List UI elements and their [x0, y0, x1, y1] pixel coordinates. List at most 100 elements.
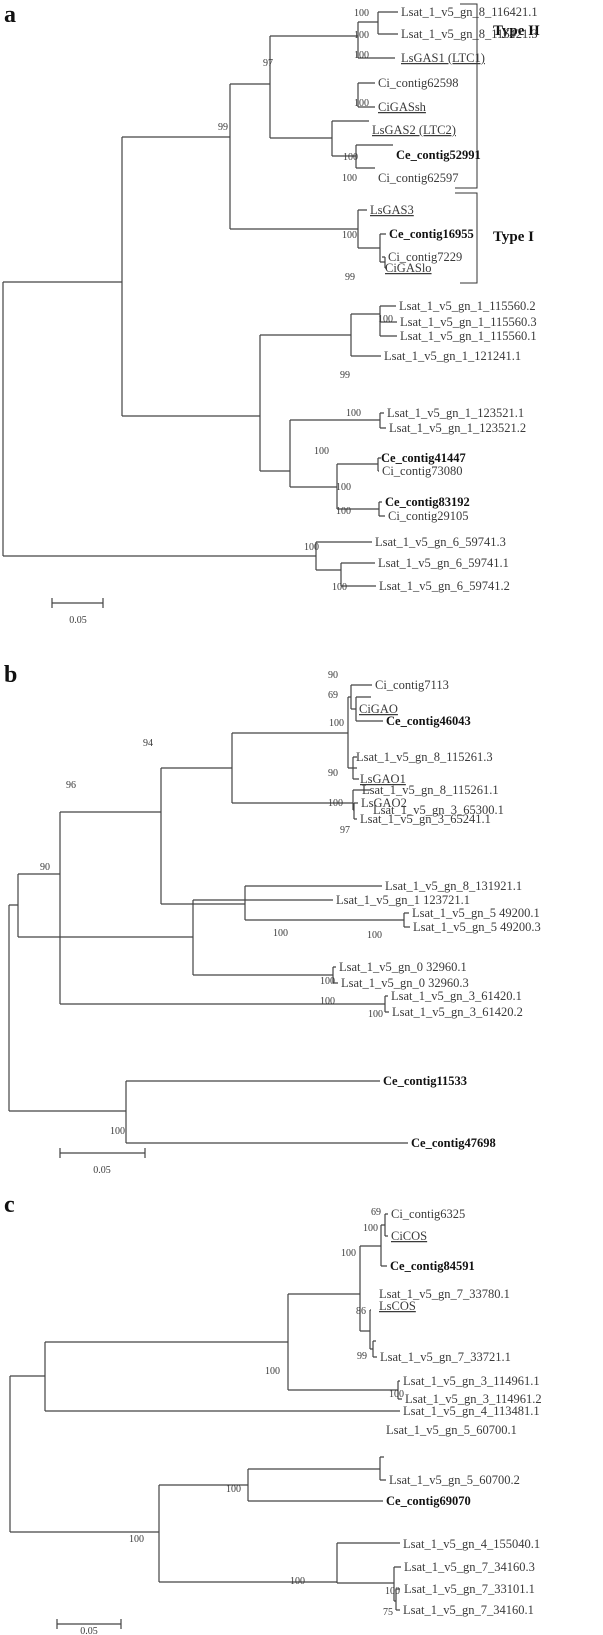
leaf-label: Ce_contig83192 — [385, 495, 470, 509]
bootstrap-value: 100 — [363, 1223, 378, 1234]
leaf-label: Ci_contig7113 — [375, 678, 449, 692]
bootstrap-value: 94 — [143, 738, 153, 749]
bootstrap-value: 100 — [332, 582, 347, 593]
bootstrap-value: 100 — [342, 230, 357, 241]
leaf-label: CiGASsh — [378, 100, 427, 114]
leaf-label: LsGAO1 — [360, 772, 406, 786]
panel-a-branches — [2, 11, 398, 587]
bootstrap-value: 100 — [354, 50, 369, 61]
scale-label-c: 0.05 — [80, 1626, 98, 1635]
leaf-label: Lsat_1_v5_gn_8_116421.1 — [401, 5, 538, 19]
bootstrap-value: 100 — [110, 1126, 125, 1137]
leaf-label: LsGAS2 (LTC2) — [372, 123, 456, 137]
bootstrap-value: 100 — [343, 152, 358, 163]
bootstrap-value: 100 — [368, 1009, 383, 1020]
leaf-label: Ce_contig16955 — [389, 227, 474, 241]
leaf-label: Lsat_1_v5_gn_3_65241.1 — [360, 812, 491, 826]
bootstrap-value: 75 — [383, 1607, 393, 1618]
leaf-label: Ce_contig41447 — [381, 451, 466, 465]
bootstrap-value: 100 — [129, 1534, 144, 1545]
leaf-label: Lsat_1_v5_gn_7_33780.1 — [379, 1287, 510, 1301]
leaf-label: Lsat_1_v5_gn_7_33101.1 — [404, 1582, 535, 1596]
bootstrap-value: 100 — [273, 928, 288, 939]
panel-label-a: a — [4, 2, 16, 28]
leaf-label: Ce_contig46043 — [386, 714, 471, 728]
bootstrap-value: 100 — [320, 996, 335, 1007]
bootstrap-value: 99 — [340, 370, 350, 381]
panel-b: b 0.05 Ci_contig7113CiGAOCe_contig46043L… — [4, 662, 541, 1176]
bootstrap-value: 100 — [336, 506, 351, 517]
scale-label-a: 0.05 — [69, 615, 87, 626]
group-label-type-i: Type I — [493, 229, 534, 245]
leaf-label: Lsat_1_v5_gn_0 32960.1 — [339, 960, 467, 974]
leaf-label: Lsat_1_v5_gn_3_61420.1 — [391, 989, 522, 1003]
panel-a-leaves: Lsat_1_v5_gn_8_116421.1Lsat_1_v5_gn_8_11… — [370, 5, 538, 593]
bootstrap-value: 100 — [367, 930, 382, 941]
bootstrap-value: 100 — [389, 1389, 404, 1400]
bootstrap-value: 100 — [314, 446, 329, 457]
leaf-label: LsGAS3 — [370, 203, 414, 217]
panel-label-b: b — [4, 662, 17, 688]
bootstrap-value: 86 — [356, 1306, 366, 1317]
group-label-type-ii: Type II — [493, 23, 540, 39]
bootstrap-value: 97 — [263, 58, 273, 69]
leaf-label: Lsat_1_v5_gn_1_123521.2 — [389, 421, 526, 435]
leaf-label: Lsat_1_v5_gn_6_59741.3 — [375, 535, 506, 549]
bootstrap-value: 100 — [304, 542, 319, 553]
leaf-label: Lsat_1_v5_gn_7_33721.1 — [380, 1350, 511, 1364]
leaf-label: Ci_contig6325 — [391, 1207, 465, 1221]
leaf-label: Lsat_1_v5_gn_1_121241.1 — [384, 349, 521, 363]
scale-bar-c — [56, 1619, 122, 1629]
leaf-label: LsGAO2 — [361, 796, 407, 810]
leaf-label: Ci_contig62597 — [378, 171, 459, 185]
leaf-label: CiCOS — [391, 1229, 427, 1243]
bootstrap-value: 97 — [340, 825, 350, 836]
leaf-label: Lsat_1_v5_gn_4_113481.1 — [403, 1404, 540, 1418]
bootstrap-value: 100 — [265, 1366, 280, 1377]
bootstrap-value: 69 — [328, 690, 338, 701]
bootstrap-value: 100 — [354, 30, 369, 41]
leaf-label: Lsat_1_v5_gn_1_115560.1 — [400, 329, 537, 343]
bracket-type-ii — [455, 3, 478, 189]
leaf-label: Ci_contig7229 — [388, 250, 462, 264]
leaf-label: Lsat_1_v5_gn_8_131921.1 — [385, 879, 522, 893]
leaf-label: Ce_contig11533 — [383, 1074, 467, 1088]
bracket-type-i — [455, 192, 478, 284]
leaf-label: Lsat_1_v5_gn_6_59741.2 — [379, 579, 510, 593]
leaf-label: Lsat_1_v5_gn_4_155040.1 — [403, 1537, 540, 1551]
bootstrap-value: 100 — [320, 976, 335, 987]
leaf-label: Ci_contig62598 — [378, 76, 459, 90]
leaf-label: Lsat_1_v5_gn_1 123721.1 — [336, 893, 470, 907]
leaf-label: Lsat_1_v5_gn_3_114961.1 — [403, 1374, 540, 1388]
scale-label-b: 0.05 — [93, 1165, 111, 1176]
leaf-label: Lsat_1_v5_gn_1_115560.3 — [400, 315, 537, 329]
leaf-label: Lsat_1_v5_gn_5_60700.2 — [389, 1473, 520, 1487]
bootstrap-value: 100 — [341, 1248, 356, 1259]
panel-b-branches — [8, 684, 410, 1144]
leaf-label: Ce_contig69070 — [386, 1494, 471, 1508]
leaf-label: Lsat_1_v5_gn_7_34160.3 — [404, 1560, 535, 1574]
bootstrap-value: 69 — [371, 1207, 381, 1218]
bootstrap-value: 99 — [345, 272, 355, 283]
bootstrap-value: 100 — [342, 173, 357, 184]
leaf-label: CiGASlo — [385, 261, 432, 275]
scale-bar-b — [59, 1148, 146, 1158]
leaf-label: Lsat_1_v5_gn_3_61420.2 — [392, 1005, 523, 1019]
leaf-label: LsCOS — [379, 1299, 416, 1313]
leaf-label: Lsat_1_v5_gn_5 49200.3 — [413, 920, 541, 934]
bootstrap-value: 100 — [328, 798, 343, 809]
bootstrap-value: 100 — [329, 718, 344, 729]
leaf-label: Ce_contig84591 — [390, 1259, 475, 1273]
leaf-label: Lsat_1_v5_gn_7_34160.1 — [403, 1603, 534, 1617]
bootstrap-value: 100 — [385, 1586, 400, 1597]
panel-c: c 0.05 Ci_contig6325CiCOSCe_contig84591L… — [4, 1192, 542, 1635]
leaf-label: Lsat_1_v5_gn_3_114961.2 — [405, 1392, 542, 1406]
scale-bar-a — [51, 598, 104, 608]
leaf-label: Lsat_1_v5_gn_0 32960.3 — [341, 976, 469, 990]
bootstrap-value: 100 — [336, 482, 351, 493]
leaf-label: Lsat_1_v5_gn_8_115261.3 — [356, 750, 493, 764]
